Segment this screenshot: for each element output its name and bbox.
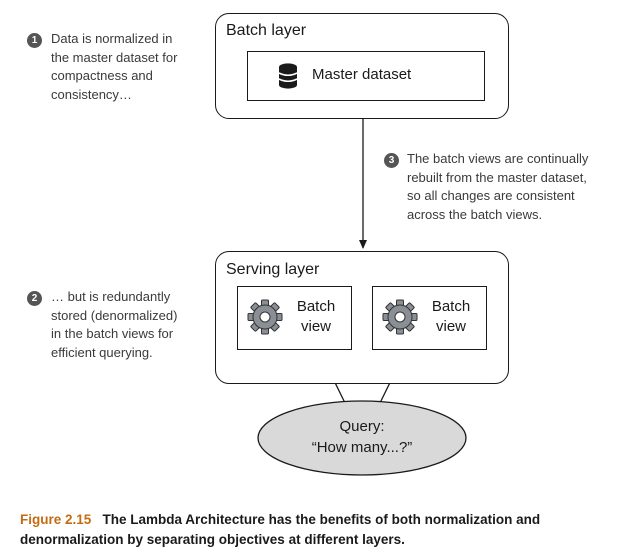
batch-view-box-2: Batch view <box>372 286 487 350</box>
master-dataset-box: Master dataset <box>247 51 485 101</box>
figure-caption: Figure 2.15 The Lambda Architecture has … <box>20 510 620 550</box>
gear-icon <box>247 299 283 335</box>
master-dataset-label: Master dataset <box>312 66 412 83</box>
gear-icon <box>382 299 418 335</box>
serving-layer-box: Serving layer Batch view <box>215 251 509 384</box>
note-2-number-badge: 2 <box>27 291 42 306</box>
batch-view-label-2: Batch view <box>431 298 471 335</box>
batch-view-label-1: Batch view <box>296 298 336 335</box>
caption-line-2: denormalization by separating objectives… <box>20 532 405 547</box>
caption-line-1: The Lambda Architecture has the benefits… <box>102 512 541 527</box>
batch-layer-title: Batch layer <box>226 22 307 39</box>
figure-number: Figure 2.15 <box>20 512 92 527</box>
batch-view-box-1: Batch view <box>237 286 352 350</box>
note-1-number-badge: 1 <box>27 33 42 48</box>
note-1-text: Data is normalized in the master dataset… <box>51 31 178 102</box>
note-3-number-badge: 3 <box>384 153 399 168</box>
note-2-text: … but is redundantly stored (denormalize… <box>51 289 178 360</box>
batch-layer-box: Batch layer Master dataset <box>215 13 509 119</box>
database-icon <box>278 63 298 89</box>
query-text: Query: “How many...?” <box>311 418 413 456</box>
serving-layer-title: Serving layer <box>226 261 320 278</box>
note-3-text: The batch views are continually rebuilt … <box>407 151 589 222</box>
query-bubble <box>257 400 467 476</box>
